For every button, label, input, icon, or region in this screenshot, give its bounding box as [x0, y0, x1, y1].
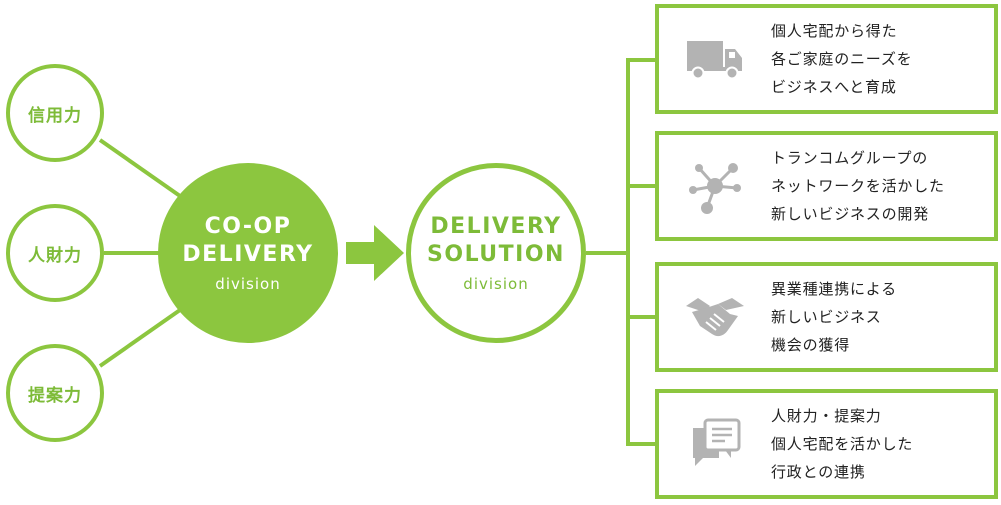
solution-title-line1: DELIVERY	[430, 214, 562, 239]
box-text-line: ネットワークを活かした	[771, 177, 945, 195]
box-text: 個人宅配から得た 各ご家庭のニーズを ビジネスへと育成	[771, 17, 912, 101]
coop-subtitle: division	[215, 275, 281, 293]
box-text-line: 新しいビジネスの開発	[771, 205, 930, 223]
box-text: トランコムグループの ネットワークを活かした 新しいビジネスの開発	[771, 144, 945, 228]
truck-icon	[659, 8, 771, 110]
circle-label: 信用力	[28, 105, 82, 126]
circle-shinyouryoku: 信用力	[6, 64, 104, 162]
box-text-line: 各ご家庭のニーズを	[771, 50, 913, 68]
network-icon	[659, 135, 771, 237]
box-text: 人財力・提案力 個人宅配を活かした 行政との連携	[771, 402, 913, 486]
box-text-line: 人財力・提案力	[771, 407, 882, 425]
connector-line-1	[98, 138, 182, 198]
arrow-right-icon	[346, 225, 404, 281]
box-text-line: 新しいビジネス	[771, 308, 882, 326]
solution-subtitle: division	[463, 275, 529, 293]
solution-box-2: トランコムグループの ネットワークを活かした 新しいビジネスの開発	[655, 131, 998, 241]
box-text: 異業種連携による 新しいビジネス 機会の獲得	[771, 275, 897, 359]
chat-icon	[659, 393, 771, 495]
box-text-line: トランコムグループの	[771, 149, 929, 167]
coop-delivery-circle: CO-OP DELIVERY division	[158, 163, 338, 343]
solution-title-line2: SOLUTION	[427, 242, 565, 267]
box-text-line: 個人宅配から得た	[771, 22, 898, 40]
handshake-icon	[659, 266, 771, 368]
coop-title-line2: DELIVERY	[182, 242, 314, 267]
circle-teianryoku: 提案力	[6, 344, 104, 442]
solution-box-4: 人財力・提案力 個人宅配を活かした 行政との連携	[655, 389, 998, 499]
box-text-line: 機会の獲得	[771, 336, 851, 354]
box-text-line: ビジネスへと育成	[771, 78, 897, 96]
box-text-line: 個人宅配を活かした	[771, 435, 914, 453]
delivery-solution-circle: DELIVERY SOLUTION division	[406, 163, 586, 343]
connector-line-3	[98, 308, 182, 368]
circle-label: 提案力	[28, 385, 82, 406]
coop-title-line1: CO-OP	[204, 214, 292, 239]
box-text-line: 異業種連携による	[771, 280, 897, 298]
solution-box-3: 異業種連携による 新しいビジネス 機会の獲得	[655, 262, 998, 372]
solution-box-1: 個人宅配から得た 各ご家庭のニーズを ビジネスへと育成	[655, 4, 998, 114]
box-text-line: 行政との連携	[771, 463, 866, 481]
circle-jinzairyoku: 人財力	[6, 204, 104, 302]
circle-label: 人財力	[28, 245, 82, 266]
